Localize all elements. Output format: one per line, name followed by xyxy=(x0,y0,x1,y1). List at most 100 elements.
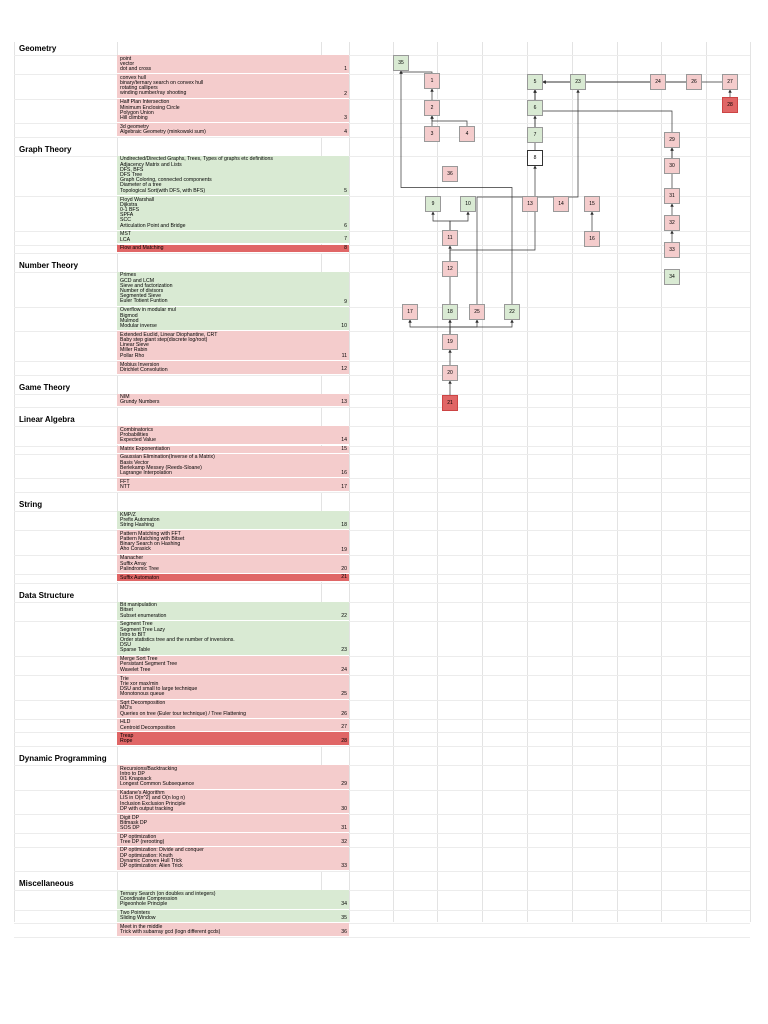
topic-number: 34 xyxy=(341,901,347,908)
topic-number: 24 xyxy=(341,666,347,673)
graph-node[interactable]: 30 xyxy=(664,158,680,174)
graph-node[interactable]: 24 xyxy=(650,74,666,90)
graph-node[interactable]: 5 xyxy=(527,74,543,90)
graph-node[interactable]: 29 xyxy=(664,132,680,148)
graph-edge xyxy=(431,211,451,230)
graph-node[interactable]: 13 xyxy=(522,196,538,212)
topic-name: Mulmod xyxy=(120,317,139,324)
graph-node[interactable]: 18 xyxy=(442,304,458,320)
graph-node[interactable]: 6 xyxy=(527,100,543,116)
grid-row-line xyxy=(14,746,750,747)
topic-name: String Hashing xyxy=(120,522,155,528)
grid-row-line xyxy=(14,511,750,512)
graph-node[interactable]: 9 xyxy=(425,196,441,212)
graph-node[interactable]: 35 xyxy=(393,55,409,71)
graph-node[interactable]: 21 xyxy=(442,395,458,411)
topic-block[interactable]: Extended Euclid, Linear Diophantine, CRT… xyxy=(117,331,349,361)
graph-node[interactable]: 34 xyxy=(664,269,680,285)
graph-node[interactable]: 10 xyxy=(460,196,476,212)
topic-number: 29 xyxy=(341,781,347,788)
topic-name: Adjacency Matrix and Lists xyxy=(120,161,182,168)
topic-name: 0/1 Knapsack xyxy=(120,776,152,782)
topic-block[interactable]: Gaussian Elimination(Inverse of a Matrix… xyxy=(117,453,349,479)
grid-row-line xyxy=(14,789,750,791)
graph-node[interactable]: 11 xyxy=(442,230,458,246)
graph-node[interactable]: 23 xyxy=(570,74,586,90)
graph-node[interactable]: 15 xyxy=(584,196,600,212)
grid-column-line xyxy=(572,42,573,922)
graph-node[interactable]: 14 xyxy=(553,196,569,212)
grid-row-line xyxy=(14,74,750,76)
graph-node[interactable]: 25 xyxy=(469,304,485,320)
graph-node[interactable]: 28 xyxy=(722,97,738,113)
graph-node[interactable]: 4 xyxy=(459,126,475,142)
graph-node[interactable]: 26 xyxy=(686,74,702,90)
graph-node[interactable]: 8 xyxy=(527,150,543,166)
graph-node[interactable]: 31 xyxy=(664,188,680,204)
topic-name: GCD and LCM xyxy=(120,277,155,284)
graph-node[interactable]: 3 xyxy=(424,126,440,142)
topic-block[interactable]: Undirected/Directed Graphs, Trees, Types… xyxy=(117,155,349,196)
graph-node[interactable]: 20 xyxy=(442,365,458,381)
graph-node[interactable]: 16 xyxy=(584,231,600,247)
graph-node[interactable]: 22 xyxy=(504,304,520,320)
section-title: Number Theory xyxy=(19,260,79,270)
topic-name: LCA xyxy=(120,236,131,243)
topic-name: Topological Sort(with DFS, with BFS) xyxy=(120,187,206,194)
topic-name: Pigeonhole Principle xyxy=(120,901,168,908)
grid-column-line xyxy=(393,42,394,922)
topic-name: Recursions/Backtracking xyxy=(120,765,178,772)
graph-node[interactable]: 36 xyxy=(442,166,458,182)
grid-row-line xyxy=(14,492,750,493)
topic-name: Kadane's Algorithm xyxy=(120,790,165,797)
grid-row-line xyxy=(14,601,750,603)
graph-node[interactable]: 17 xyxy=(402,304,418,320)
grid-row-line xyxy=(14,554,750,556)
topic-name: 3d geometry xyxy=(120,123,149,130)
graph-node[interactable]: 1 xyxy=(424,73,440,89)
graph-node[interactable]: 12 xyxy=(442,261,458,277)
graph-node[interactable]: 33 xyxy=(664,242,680,258)
graph-node[interactable]: 32 xyxy=(664,215,680,231)
graph-node[interactable]: 19 xyxy=(442,334,458,350)
graph-node[interactable]: 27 xyxy=(722,74,738,90)
topic-name: Miller Rabin xyxy=(120,347,148,354)
graph-node[interactable]: 7 xyxy=(527,127,543,143)
graph-node[interactable]: 2 xyxy=(424,100,440,116)
grid-row-line xyxy=(14,361,750,362)
topic-block[interactable]: Ternary Search (on doubles and integers)… xyxy=(117,890,349,910)
